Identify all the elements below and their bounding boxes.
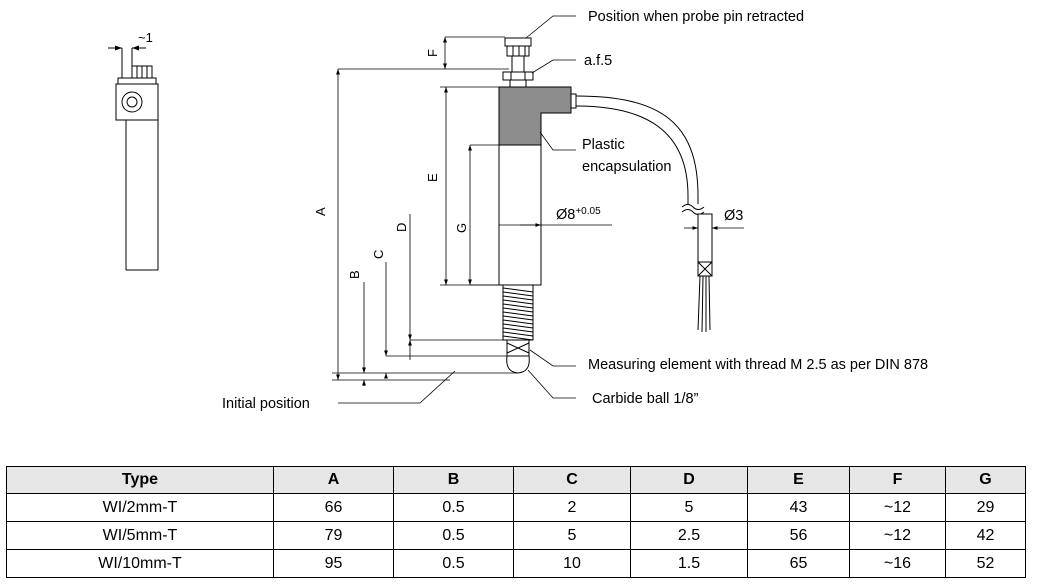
encapsulation-label: encapsulation <box>582 159 672 175</box>
table-cell: ~12 <box>849 493 946 522</box>
dim-F-label: F <box>425 49 440 57</box>
measuring-element-label: Measuring element with thread M 2.5 as p… <box>588 357 928 373</box>
table-cell: 95 <box>273 549 394 578</box>
retracted-position-label: Position when probe pin retracted <box>588 9 804 25</box>
header-e: E <box>747 466 850 494</box>
header-d: D <box>630 466 748 494</box>
measuring-element <box>502 284 534 374</box>
table-row: WI/5mm-T 79 0.5 5 2.5 56 ~12 42 <box>6 521 1026 550</box>
dimension-lines <box>332 36 744 386</box>
table-cell: 2 <box>513 493 631 522</box>
dimensions-table: Type A B C D E F G WI/2mm-T 66 0.5 2 5 4… <box>6 466 1026 578</box>
header-f: F <box>849 466 946 494</box>
dim-B-label: B <box>347 270 362 279</box>
cable <box>575 95 713 333</box>
table-cell: 42 <box>945 521 1026 550</box>
table-cell: 79 <box>273 521 394 550</box>
table-cell: ~16 <box>849 549 946 578</box>
table-cell: WI/5mm-T <box>6 521 274 550</box>
table-cell: 0.5 <box>393 549 514 578</box>
approx-1-label: ~1 <box>138 30 153 45</box>
table-cell: 5 <box>630 493 748 522</box>
table-header-row: Type A B C D E F G <box>6 466 1026 494</box>
initial-position-label: Initial position <box>222 396 310 412</box>
probe-drawing: ~1 <box>108 9 928 412</box>
dim-D-label: D <box>394 223 409 232</box>
table-cell: 65 <box>747 549 850 578</box>
dim-A-label: A <box>313 207 328 216</box>
table-cell: 66 <box>273 493 394 522</box>
header-b: B <box>393 466 514 494</box>
table-cell: 5 <box>513 521 631 550</box>
table-cell: 2.5 <box>630 521 748 550</box>
table-row: WI/10mm-T 95 0.5 10 1.5 65 ~16 52 <box>6 549 1026 578</box>
header-a: A <box>273 466 394 494</box>
table-row: WI/2mm-T 66 0.5 2 5 43 ~12 29 <box>6 493 1026 522</box>
table-cell: 0.5 <box>393 521 514 550</box>
dim-G-label: G <box>454 223 469 233</box>
dia8-label: Ø8+0.05 <box>556 206 601 223</box>
dim-C-label: C <box>371 250 386 259</box>
carbide-ball-label: Carbide ball 1/8” <box>592 391 699 407</box>
header-g: G <box>945 466 1026 494</box>
table-cell: ~12 <box>849 521 946 550</box>
table-cell: 29 <box>945 493 1026 522</box>
table-cell: 10 <box>513 549 631 578</box>
table-cell: WI/10mm-T <box>6 549 274 578</box>
plastic-label: Plastic <box>582 137 625 153</box>
table-cell: 1.5 <box>630 549 748 578</box>
leader-lines <box>338 15 576 404</box>
header-type: Type <box>6 466 274 494</box>
af5-label: a.f.5 <box>584 53 612 69</box>
header-c: C <box>513 466 631 494</box>
dim-E-label: E <box>425 173 440 182</box>
probe-body <box>498 37 577 286</box>
table-cell: WI/2mm-T <box>6 493 274 522</box>
dia3-label: Ø3 <box>724 208 743 224</box>
side-view <box>108 45 159 271</box>
table-cell: 52 <box>945 549 1026 578</box>
table-cell: 0.5 <box>393 493 514 522</box>
table-cell: 56 <box>747 521 850 550</box>
plastic-encapsulation <box>498 86 572 146</box>
table-cell: 43 <box>747 493 850 522</box>
